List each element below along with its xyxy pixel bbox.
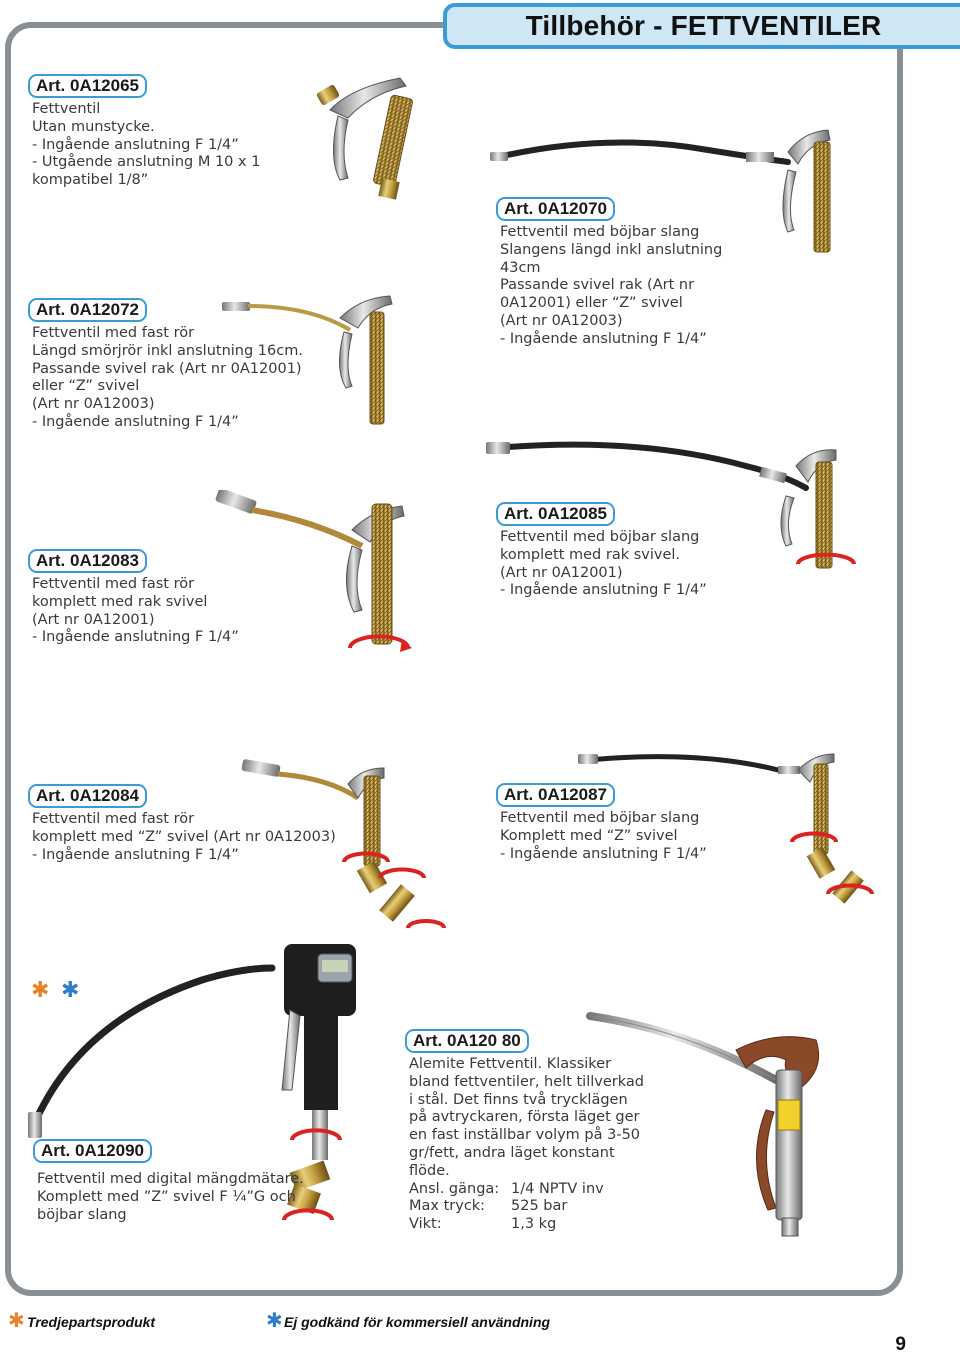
product-block: Art. 0A12087 Fettventil med böjbar slang… [496,783,707,863]
description-line: (Art nr 0A12003) [500,312,623,329]
product-block: Art. 0A12085 Fettventil med böjbar slang… [496,502,707,600]
description-line: Alemite Fettventil. Klassiker [409,1056,612,1072]
page-title: Tillbehör - FETTVENTILER [525,10,882,41]
product-block: Art. 0A12090 Fettventil med digital mäng… [33,1139,304,1224]
description-line: - Ingående anslutning F 1/4” [500,582,707,599]
article-number: Art. 0A12084 [28,784,148,808]
description-line: (Art nr 0A12001) [500,564,623,581]
product-block: Art. 0A12072 Fettventil med fast rör Län… [28,298,303,432]
grease-gun-image [215,490,412,652]
spec-value: 1/4 NPTV inv [511,1180,604,1197]
description-line: Fettventil med böjbar slang [500,224,700,240]
description-line: Fettventil med böjbar slang [500,529,700,545]
article-number: Art. 0A120 80 [405,1029,529,1053]
description-line: Längd smörjrör inkl anslutning 16cm. [32,342,303,359]
description-line: Passande svivel rak (Art nr [500,277,695,294]
orange-asterisk-icon: ✱ [8,1308,25,1332]
description-line: - Ingående anslutning F 1/4” [32,846,239,863]
product-block: Art. 0A12070 Fettventil med böjbar slang… [496,197,723,349]
description-line: flöde. [409,1162,450,1179]
description-line: böjbar slang [37,1206,127,1223]
spec-value: 1,3 kg [511,1216,557,1233]
grease-gun-image [490,129,831,253]
spec-row: Vikt: 1,3 kg [409,1216,644,1234]
description-line: Komplett med “Z” svivel [500,827,678,844]
description-line: Fettventil med fast rör [32,811,195,827]
description-line: 43cm [500,259,541,276]
spec-label: Vikt: [409,1216,442,1233]
description-line: kompatibel 1/8” [32,172,149,189]
description-line: Fettventil med fast rör [32,325,195,341]
description-line: komplett med rak svivel. [500,546,681,563]
description-line: bland fettventiler, helt tillverkad [409,1073,644,1090]
product-block: Art. 0A120 80 Alemite Fettventil. Klassi… [405,1029,644,1234]
description-line: Komplett med ”Z” svivel F ¼”G och [37,1188,296,1205]
description-line: Fettventil [32,101,101,117]
orange-asterisk-icon: ✱ [31,978,50,1003]
description-line: Passande svivel rak (Art nr 0A12001) [32,360,302,377]
article-number: Art. 0A12072 [28,298,148,322]
spec-label: Ansl. gänga: [409,1180,500,1197]
page-number: 9 [895,1334,906,1355]
description-line: Fettventil med digital mängdmätare. [37,1171,304,1187]
description-line: komplett med rak svivel [32,593,208,610]
page-frame [5,22,903,1296]
blue-asterisk-icon: ✱ [266,1308,283,1332]
description-line: Slangens längd inkl anslutning [500,241,723,258]
description-line: Utan munstycke. [32,118,155,135]
spec-label: Max tryck: [409,1198,486,1215]
title-tab: Tillbehör - FETTVENTILER [443,3,960,49]
description-line: - Ingående anslutning F 1/4” [32,629,239,646]
grease-gun-image [28,944,356,1221]
footer-not-commercial: Ej godkänd för kommersiell användning [284,1314,551,1330]
spec-value: 525 bar [511,1198,568,1215]
description-line: (Art nr 0A12001) [32,611,155,628]
blue-asterisk-icon: ✱ [61,978,80,1003]
product-block: Art. 0A12065 Fettventil Utan munstycke. … [28,74,261,190]
description-line: - Ingående anslutning F 1/4” [500,845,707,862]
article-number: Art. 0A12083 [28,549,148,573]
description-line: 0A12001) eller “Z” svivel [500,295,683,312]
description-line: komplett med “Z” svivel (Art nr 0A12003) [32,828,336,845]
description-line: på avtryckaren, första läget ger [409,1109,640,1126]
article-number: Art. 0A12090 [33,1139,153,1163]
grease-gun-image [241,759,446,929]
description-line: en fast inställbar volym på 3-50 [409,1127,641,1144]
description-line: Fettventil med fast rör [32,576,195,592]
rotation-arrow-icon [400,640,412,652]
description-line: - Ingående anslutning F 1/4” [500,330,707,347]
description-line: (Art nr 0A12003) [32,396,155,413]
product-block: Art. 0A12084 Fettventil med fast rör kom… [28,784,336,864]
product-block: Art. 0A12083 Fettventil med fast rör kom… [28,549,239,647]
grease-gun-image [222,295,393,425]
spec-row: Max tryck: 525 bar [409,1198,644,1216]
article-number: Art. 0A12070 [496,197,616,221]
grease-gun-image [316,77,413,200]
description-line: eller “Z” svivel [32,378,140,395]
description-line: gr/fett, andra läget konstant [409,1144,615,1161]
article-number: Art. 0A12087 [496,783,616,807]
description-line: - Ingående anslutning F 1/4” [32,413,239,430]
article-number: Art. 0A12085 [496,502,616,526]
description-line: Fettventil med böjbar slang [500,810,700,826]
description-line: i stål. Det finns två trycklägen [409,1091,628,1108]
grease-gun-image [486,441,856,569]
description-line: - Utgående anslutning M 10 x 1 [32,154,261,171]
grease-gun-image [586,1012,820,1237]
spec-row: Ansl. gänga: 1/4 NPTV inv [409,1181,644,1199]
article-number: Art. 0A12065 [28,74,148,98]
description-line: - Ingående anslutning F 1/4” [32,136,239,153]
footer-third-party: Tredjepartsprodukt [27,1314,156,1330]
grease-gun-image [578,753,874,904]
